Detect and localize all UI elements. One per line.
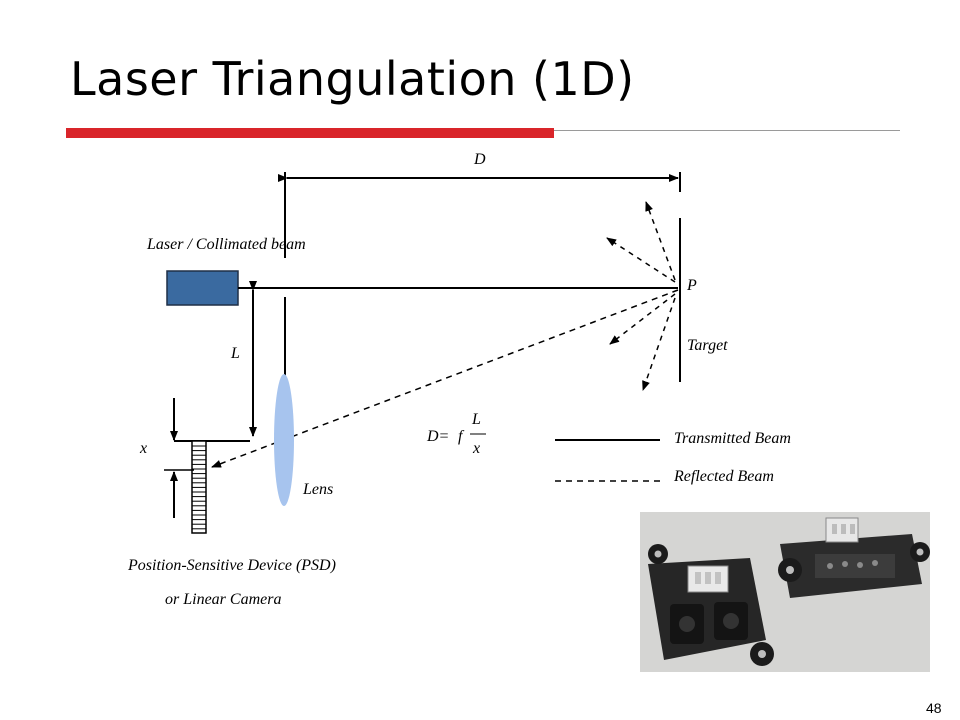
- psd-label-secondary: or Linear Camera: [165, 591, 281, 608]
- sensor-photo-illustration: [640, 512, 930, 672]
- laser-source: [166, 270, 239, 306]
- distance-label: D: [473, 151, 486, 168]
- formula-lhs: D=: [426, 428, 449, 445]
- sensor-module-rear: [778, 517, 930, 598]
- formula-numerator: L: [471, 411, 481, 428]
- lens: [274, 374, 294, 506]
- sensor-module-front: [648, 544, 774, 666]
- lens-label: Lens: [302, 481, 333, 498]
- formula-factor: f: [458, 428, 465, 445]
- legend-transmitted-label: Transmitted Beam: [674, 430, 791, 447]
- distance-formula: D= f L x: [426, 411, 486, 457]
- baseline-label: L: [230, 345, 240, 362]
- legend-reflected-label: Reflected Beam: [673, 468, 774, 485]
- laser-label: Laser / Collimated beam: [146, 236, 306, 253]
- page-number: 48: [926, 700, 942, 716]
- scattered-rays: [606, 201, 676, 391]
- point-label: P: [686, 277, 697, 294]
- title-underline-rule: [554, 130, 900, 131]
- sensor-photo: [640, 512, 930, 672]
- formula-denominator: x: [472, 440, 480, 457]
- title-underline-accent: [66, 128, 554, 138]
- psd-label: Position-Sensitive Device (PSD): [127, 557, 336, 574]
- psd-sensor: [191, 440, 207, 534]
- slide-title: Laser Triangulation (1D): [70, 52, 635, 106]
- target-label: Target: [687, 337, 728, 354]
- offset-label: x: [139, 440, 147, 457]
